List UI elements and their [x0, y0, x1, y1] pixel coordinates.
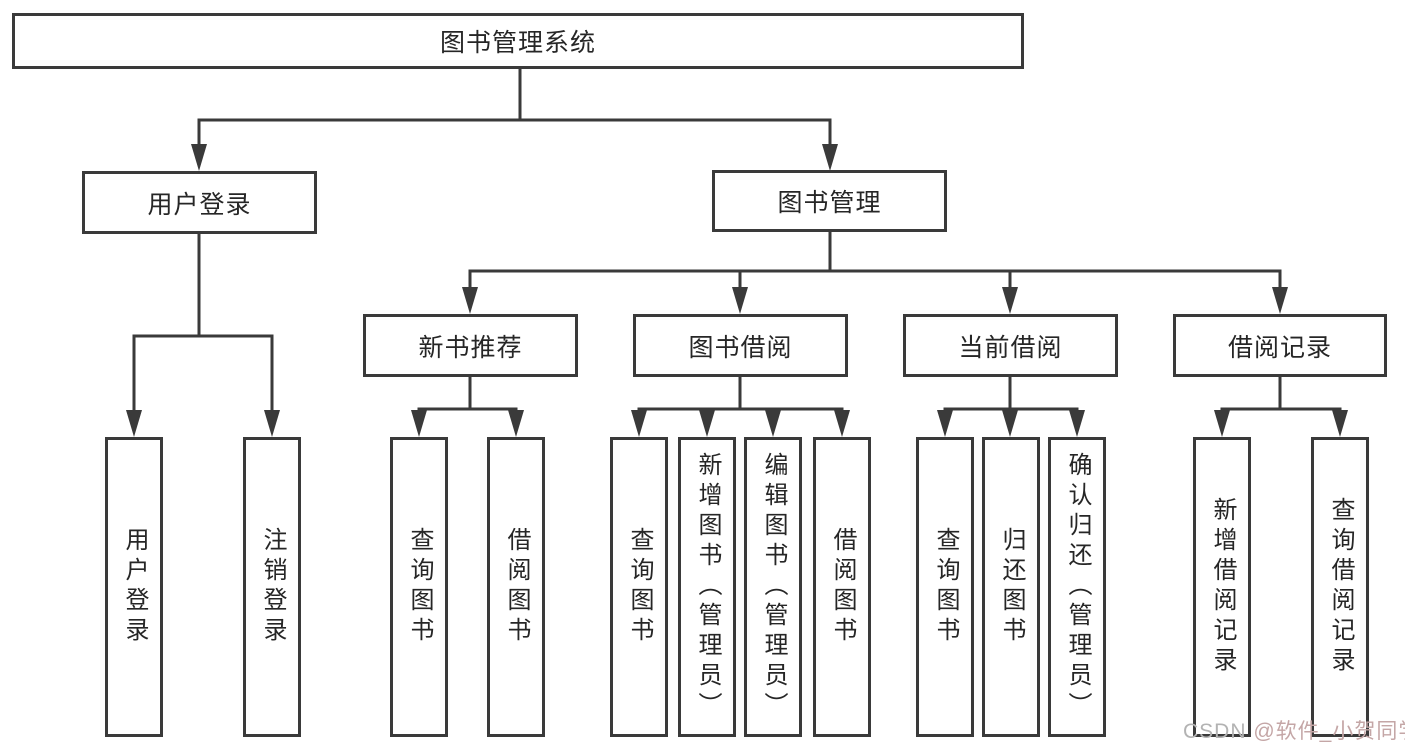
leaf-user-login: 用户登录 [105, 437, 163, 737]
leaf-newbook-query-books-label: 查询图书 [406, 527, 433, 647]
leaf-current-query-books-label: 查询图书 [932, 527, 959, 647]
csdn-watermark-author: @软件_小贺同学 [1253, 720, 1405, 743]
leaf-newbook-query-books: 查询图书 [390, 437, 448, 737]
csdn-watermark: CSDN @软件_小贺同学 [1183, 715, 1405, 745]
node-borrow-records-label: 借阅记录 [1227, 333, 1332, 362]
node-book-borrow: 图书借阅 [633, 314, 848, 377]
node-new-book-recommend: 新书推荐 [363, 314, 578, 377]
leaf-current-return-books-label: 归还图书 [998, 527, 1025, 647]
leaf-logout-login-label: 注销登录 [259, 527, 286, 647]
node-current-borrow: 当前借阅 [903, 314, 1118, 377]
leaf-borrow-borrow-books-label: 借阅图书 [829, 527, 856, 647]
leaf-borrow-borrow-books: 借阅图书 [813, 437, 871, 737]
node-root: 图书管理系统 [12, 13, 1024, 69]
node-user-login: 用户登录 [82, 171, 317, 234]
leaf-borrow-query-books-label: 查询图书 [626, 527, 653, 647]
leaf-current-query-books: 查询图书 [916, 437, 974, 737]
node-user-login-label: 用户登录 [147, 190, 252, 219]
leaf-records-query-record: 查询借阅记录 [1311, 437, 1369, 737]
csdn-watermark-brand: CSDN [1183, 720, 1254, 743]
node-book-borrow-label: 图书借阅 [688, 333, 793, 362]
node-current-borrow-label: 当前借阅 [958, 333, 1063, 362]
leaf-user-login-label: 用户登录 [121, 527, 148, 647]
leaf-records-add-record-label: 新增借阅记录 [1209, 497, 1236, 677]
leaf-borrow-add-books-admin: 新增图书（管理员） [678, 437, 736, 737]
leaf-records-query-record-label: 查询借阅记录 [1327, 497, 1354, 677]
leaf-records-add-record: 新增借阅记录 [1193, 437, 1251, 737]
leaf-borrow-query-books: 查询图书 [610, 437, 668, 737]
leaf-borrow-add-books-admin-label: 新增图书（管理员） [694, 452, 721, 722]
node-new-book-recommend-label: 新书推荐 [418, 333, 523, 362]
node-book-management: 图书管理 [712, 170, 947, 232]
leaf-newbook-borrow-books: 借阅图书 [487, 437, 545, 737]
arrowheads [126, 144, 1348, 437]
node-borrow-records: 借阅记录 [1173, 314, 1387, 377]
leaf-current-confirm-return-admin-label: 确认归还（管理员） [1064, 452, 1091, 722]
leaf-logout-login: 注销登录 [243, 437, 301, 737]
leaf-borrow-edit-books-admin: 编辑图书（管理员） [744, 437, 802, 737]
leaf-borrow-edit-books-admin-label: 编辑图书（管理员） [760, 452, 787, 722]
node-root-label: 图书管理系统 [439, 29, 596, 57]
leaf-newbook-borrow-books-label: 借阅图书 [503, 527, 530, 647]
node-book-management-label: 图书管理 [777, 189, 882, 217]
leaf-current-return-books: 归还图书 [982, 437, 1040, 737]
leaf-current-confirm-return-admin: 确认归还（管理员） [1048, 437, 1106, 737]
